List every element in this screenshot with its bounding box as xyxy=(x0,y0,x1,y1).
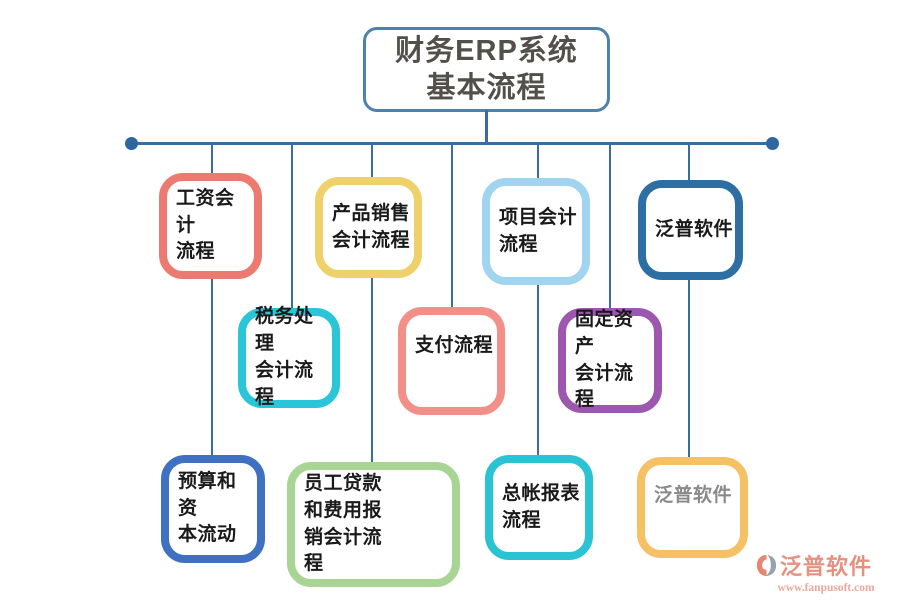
connector-bus-to-tax xyxy=(291,145,293,308)
connector-bus-to-product-sales xyxy=(371,145,373,177)
connector-bus-to-payroll xyxy=(211,145,213,173)
connector-fanpu-top-to-fanpu-bottom xyxy=(688,280,690,457)
connector-product-sales-to-employee-loan xyxy=(371,278,373,462)
watermark: 泛普软件 www.fanpusoft.com xyxy=(756,549,896,594)
connector-bus-to-payment xyxy=(451,145,453,307)
node-fixed-assets-accounting-process: 固定资产 会计流程 xyxy=(558,308,662,413)
node-payment-process: 支付流程 xyxy=(398,307,505,415)
node-payroll-accounting-process: 工资会计 流程 xyxy=(159,173,262,279)
node-tax-processing-accounting-process: 税务处理 会计流程 xyxy=(238,306,340,408)
connector-bus-to-fanpu-top xyxy=(688,145,690,180)
node-fanpu-software-top: 泛普软件 xyxy=(638,180,743,280)
node-budget-and-capital-flow: 预算和资 本流动 xyxy=(161,455,265,563)
connector-project-to-ledger xyxy=(537,285,539,455)
bus-left-endpoint-dot xyxy=(125,137,138,150)
connector-title-to-bus xyxy=(485,110,488,145)
node-fanpu-software-bottom: 泛普软件 xyxy=(637,457,748,558)
diagram-title: 财务ERP系统 基本流程 xyxy=(363,27,610,112)
connector-horizontal-bus xyxy=(131,142,773,145)
connector-payroll-to-budget xyxy=(211,279,213,455)
bus-right-endpoint-dot xyxy=(766,137,779,150)
watermark-brand-name: 泛普软件 xyxy=(780,554,873,579)
connector-bus-to-project xyxy=(537,145,539,178)
fanpu-logo-icon xyxy=(756,554,777,577)
node-product-sales-accounting-process: 产品销售 会计流程 xyxy=(315,177,422,278)
node-general-ledger-report-process: 总帐报表 流程 xyxy=(485,455,593,560)
watermark-row: 泛普软件 xyxy=(756,549,896,581)
node-employee-loan-expense-accounting-process: 员工贷款 和费用报 销会计流 程 xyxy=(287,462,460,587)
watermark-url: www.fanpusoft.com xyxy=(777,582,875,594)
node-project-accounting-process: 项目会计 流程 xyxy=(482,178,590,285)
connector-bus-to-fixed-assets xyxy=(609,145,611,308)
